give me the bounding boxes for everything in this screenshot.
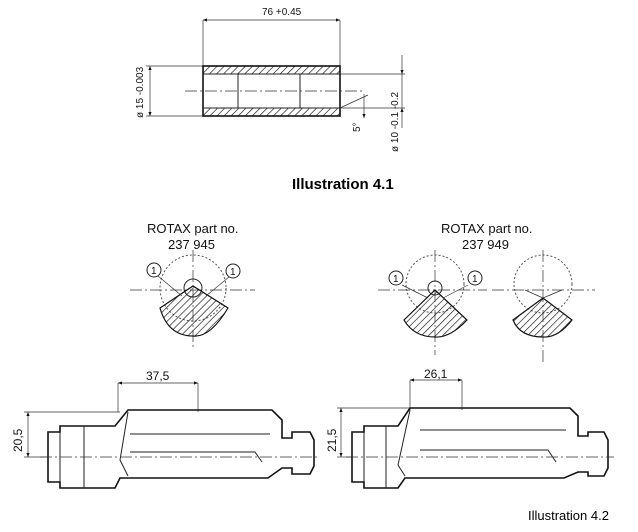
sleeve-length-dimension: 76 +0.45 <box>262 7 302 18</box>
part-237945-drawing: ROTAX part no. 237 945 1 1 37,5 20,5 <box>11 221 320 489</box>
illustration-4-1-caption: Illustration 4.1 <box>292 176 394 193</box>
part-237945-label: ROTAX part no. <box>147 221 239 236</box>
part-237949-number: 237 949 <box>462 237 509 252</box>
part-237945-number: 237 945 <box>168 237 215 252</box>
callout-marker: 1 <box>393 274 399 285</box>
callout-marker: 1 <box>230 267 236 278</box>
illustration-4-2-caption: Illustration 4.2 <box>528 508 609 523</box>
callout-marker: 1 <box>472 274 478 285</box>
part-237945-horizontal-dimension: 37,5 <box>146 369 170 383</box>
part-237949-height-dimension: 21,5 <box>325 428 339 452</box>
part-237949-drawing: ROTAX part no. 237 949 1 1 26,1 21,5 <box>325 221 614 489</box>
callout-marker: 1 <box>151 266 157 277</box>
part-237949-label: ROTAX part no. <box>441 221 533 236</box>
sleeve-chamfer-angle: 5° <box>352 122 363 132</box>
sleeve-drawing: 76 +0.45 ø 15 -0.003 ø 10 -0.1 -0.2 5° <box>135 7 405 152</box>
sleeve-inner-diameter-dimension: ø 10 -0.1 -0.2 <box>390 92 401 152</box>
part-237949-horizontal-dimension: 26,1 <box>424 367 448 381</box>
sleeve-outer-diameter-dimension: ø 15 -0.003 <box>135 66 146 118</box>
part-237945-height-dimension: 20,5 <box>11 428 25 452</box>
